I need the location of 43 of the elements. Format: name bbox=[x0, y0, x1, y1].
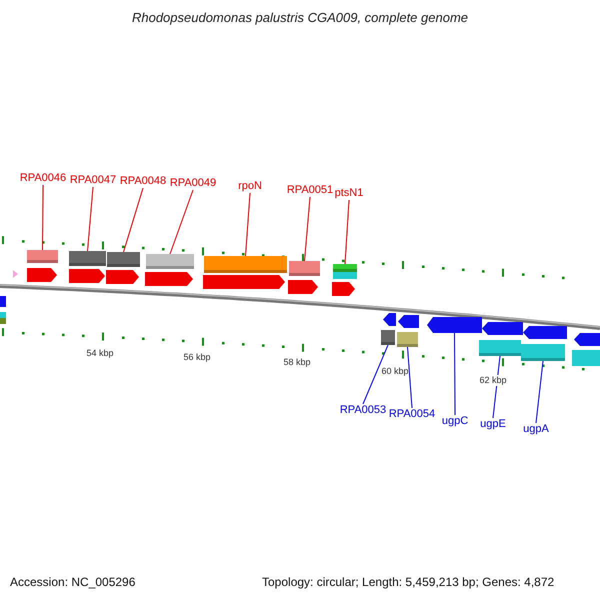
gene-label: ugpE bbox=[480, 418, 506, 431]
gene-label: ugpC bbox=[442, 415, 468, 428]
title: Rhodopseudomonas palustris CGA009, complete genome bbox=[130, 10, 470, 25]
leader-line bbox=[123, 188, 144, 252]
scale-label: 60 kbp bbox=[381, 366, 409, 377]
leader-line bbox=[87, 186, 94, 252]
gene-feature bbox=[427, 317, 482, 333]
leader-line bbox=[407, 346, 412, 408]
leader-line bbox=[454, 332, 456, 416]
leader-line bbox=[42, 184, 44, 250]
gene-box bbox=[289, 261, 320, 276]
gene-label: ptsN1 bbox=[334, 187, 364, 200]
scale-label: 54 kbp bbox=[86, 348, 114, 359]
gene-box bbox=[333, 264, 357, 272]
gene-label: rpoN bbox=[238, 180, 262, 193]
gene-box bbox=[479, 340, 521, 356]
leader-line bbox=[170, 190, 194, 254]
gene-box bbox=[204, 256, 287, 273]
leader-line bbox=[344, 200, 350, 264]
gene-label: RPA0053 bbox=[340, 404, 386, 417]
scale-label: 62 kbp bbox=[479, 375, 507, 386]
footer-text: Topology: circular; Length: 5,459,213 bp; Genes: 4,872 bbox=[262, 575, 554, 589]
gene-box bbox=[107, 252, 140, 267]
scale-label: 58 kbp bbox=[283, 357, 311, 368]
gene-box bbox=[521, 344, 565, 361]
gene-label: RPA0054 bbox=[388, 408, 436, 421]
gene-label: RPA0046 bbox=[20, 172, 66, 185]
leader-line bbox=[304, 196, 310, 262]
gene-label: RPA0047 bbox=[70, 174, 116, 187]
gene-label: RPA0048 bbox=[120, 175, 166, 188]
gene-box bbox=[146, 254, 194, 269]
scale-label: 56 kbp bbox=[183, 352, 211, 363]
leader-line bbox=[362, 344, 388, 404]
gene-label: RPA0049 bbox=[170, 177, 216, 190]
leader-line bbox=[245, 192, 250, 256]
footer-text: Accession: NC_005296 bbox=[10, 575, 136, 589]
gene-label: ugpA bbox=[523, 423, 549, 436]
gene-box bbox=[381, 330, 395, 345]
gene-label: RPA0051 bbox=[286, 184, 334, 197]
gene-box bbox=[27, 250, 58, 263]
gene-box bbox=[69, 251, 106, 266]
gene-box bbox=[397, 332, 418, 347]
leader-line bbox=[536, 360, 544, 424]
